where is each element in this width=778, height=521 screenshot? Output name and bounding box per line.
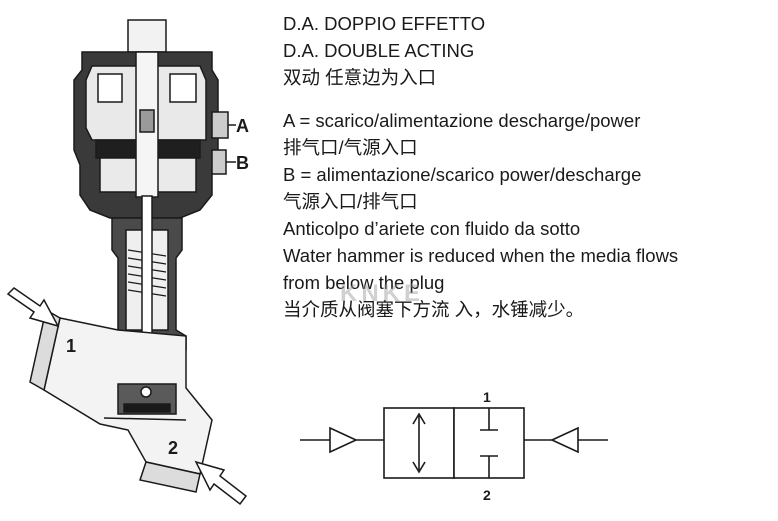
mode-chinese: 双动 任意边为入口 <box>283 67 437 88</box>
inlet-flow-arrow <box>6 287 60 328</box>
port-a-label: A <box>236 116 249 136</box>
outlet-label: 2 <box>168 438 178 458</box>
inlet-label: 1 <box>66 336 76 356</box>
water-hammer-italian: Anticolpo d’ariete con fluido da sotto <box>283 218 581 239</box>
port-b-label: B <box>236 153 249 173</box>
water-hammer-chinese: 当介质从阀塞下方流 入，水锤减少。 <box>283 299 585 320</box>
water-hammer-english: Water hammer is reduced when the media f… <box>283 245 679 266</box>
right-triangle-icon <box>550 426 579 454</box>
mode-italian: D.A. DOPPIO EFFETTO <box>283 13 486 34</box>
outlet-flow-arrow <box>194 460 248 506</box>
water-hammer-english-cont: from below the plug <box>283 272 445 293</box>
left-triangle-icon <box>329 426 358 454</box>
mode-english: D.A. DOUBLE ACTING <box>283 40 475 61</box>
port-a-description-chinese: 排气口/气源入口 <box>283 137 418 158</box>
valve-body <box>29 308 213 493</box>
description-text: D.A. DOPPIO EFFETTO D.A. DOUBLE ACTING 双… <box>283 10 773 323</box>
schematic-symbol: 1 2 <box>300 389 608 503</box>
port-b-description: B = alimentazione/scarico power/descharg… <box>283 164 642 185</box>
actuator-head <box>73 19 236 219</box>
stem-housing <box>107 195 187 397</box>
port-b-description-chinese: 气源入口/排气口 <box>283 191 418 212</box>
symbol-port-top: 1 <box>483 389 491 405</box>
symbol-port-bottom: 2 <box>483 487 491 503</box>
port-a-description: A = scarico/alimentazione descharge/powe… <box>283 110 641 131</box>
valve-cross-section: A B 1 2 <box>6 19 249 506</box>
